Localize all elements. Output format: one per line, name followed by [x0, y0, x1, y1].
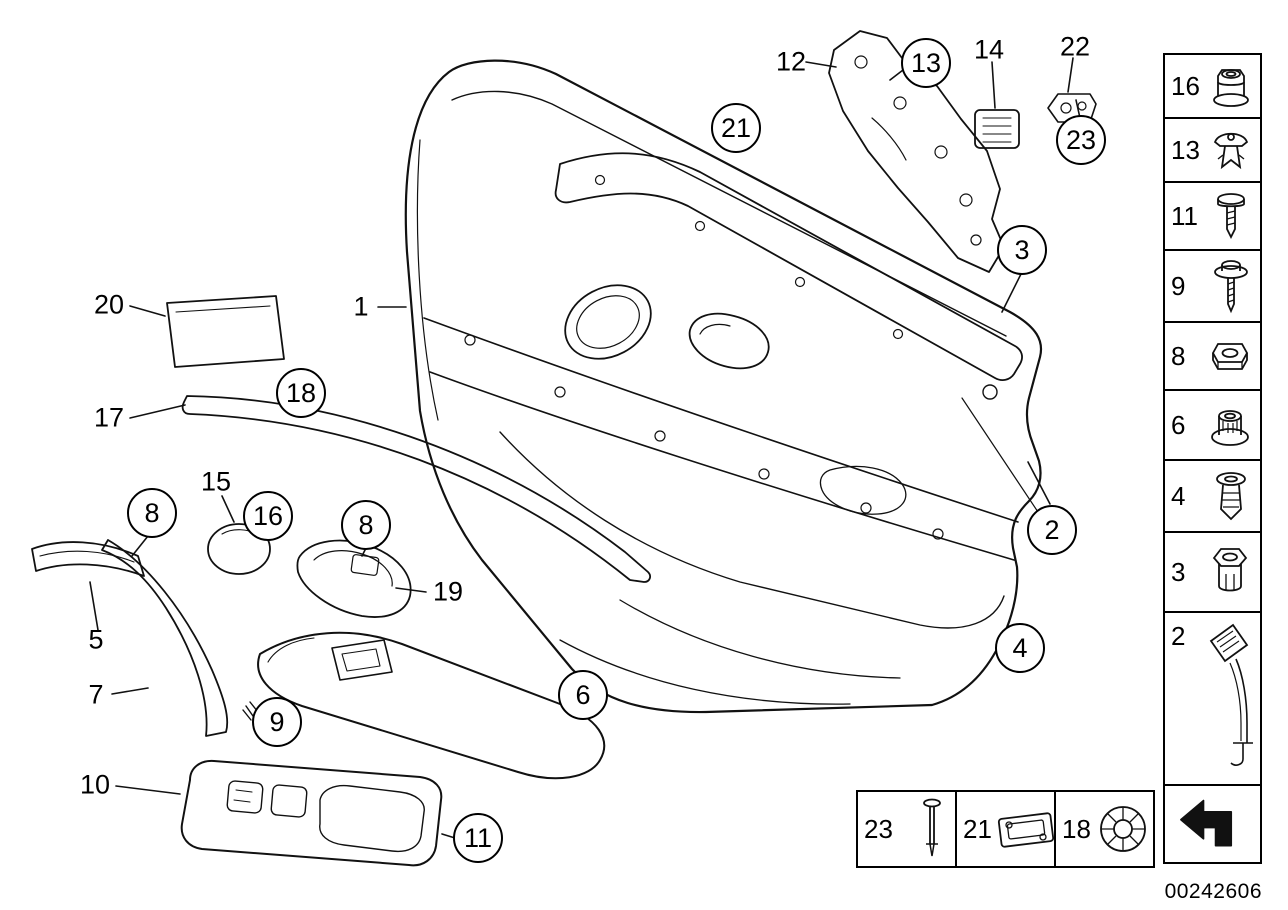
callout-13[interactable]: 13 [901, 38, 951, 88]
callout-3[interactable]: 3 [997, 225, 1047, 275]
callout-4[interactable]: 4 [995, 623, 1045, 673]
callout-5[interactable]: 5 [88, 624, 104, 655]
screw-icon [1217, 193, 1245, 240]
bottom-item-number: 18 [1062, 813, 1091, 844]
expanding-clip-icon [1216, 472, 1246, 521]
sidebar-item-number: 6 [1171, 409, 1186, 440]
sidebar-item-9[interactable]: 9 [1163, 249, 1262, 323]
callout-20[interactable]: 20 [93, 289, 125, 320]
sidebar-item-13[interactable]: 13 [1163, 117, 1262, 183]
callout-11[interactable]: 11 [453, 813, 503, 863]
sidebar-item-number: 2 [1171, 621, 1186, 651]
sidebar-item-number: 9 [1171, 270, 1186, 301]
grommet-icon [1212, 548, 1248, 592]
view-direction-box [1163, 784, 1262, 864]
callout-14[interactable]: 14 [973, 34, 1005, 65]
callout-23[interactable]: 23 [1056, 115, 1106, 165]
bottom-item-23[interactable]: 23 [856, 790, 957, 868]
direction-arrow-icon [1179, 799, 1232, 847]
expansion-rivet-icon [1213, 132, 1249, 170]
callout-9[interactable]: 9 [252, 697, 302, 747]
bottom-item-18[interactable]: 18 [1054, 790, 1155, 868]
callout-16[interactable]: 16 [243, 491, 293, 541]
callout-8-a[interactable]: 8 [127, 488, 177, 538]
sidebar-item-number: 3 [1171, 556, 1186, 587]
sidebar-item-number: 13 [1171, 134, 1200, 165]
callout-1[interactable]: 1 [353, 291, 369, 322]
bottom-fastener-row: 23 21 18 [856, 790, 1155, 868]
sidebar-item-number: 11 [1171, 200, 1198, 231]
sidebar-item-number: 4 [1171, 480, 1186, 511]
callout-2[interactable]: 2 [1027, 505, 1077, 555]
sidebar-item-4[interactable]: 4 [1163, 459, 1262, 533]
sidebar-item-6[interactable]: 6 [1163, 389, 1262, 461]
sidebar-item-number: 8 [1171, 340, 1186, 371]
clamp-nut-icon [1211, 410, 1249, 446]
callout-8-b[interactable]: 8 [341, 500, 391, 550]
callout-19[interactable]: 19 [432, 576, 464, 607]
callout-17[interactable]: 17 [93, 402, 125, 433]
fastener-sidebar: 16 13 [1163, 53, 1262, 864]
sidebar-item-16[interactable]: 16 [1163, 53, 1262, 119]
pull-strap-icon [1209, 623, 1253, 766]
callout-12[interactable]: 12 [775, 46, 807, 77]
callout-15[interactable]: 15 [200, 466, 232, 497]
bottom-item-21[interactable]: 21 [955, 790, 1056, 868]
flange-nut-icon [1213, 69, 1249, 107]
hex-nut-icon [1211, 343, 1249, 370]
callout-6[interactable]: 6 [558, 670, 608, 720]
sidebar-item-3[interactable]: 3 [1163, 531, 1262, 613]
sidebar-item-number: 16 [1171, 70, 1200, 101]
callout-7[interactable]: 7 [88, 679, 104, 710]
screw-washer-icon [1214, 260, 1248, 314]
callout-21[interactable]: 21 [711, 103, 761, 153]
callout-18[interactable]: 18 [276, 368, 326, 418]
bottom-item-number: 21 [963, 813, 992, 844]
callout-22[interactable]: 22 [1059, 31, 1091, 62]
sidebar-item-2[interactable]: 2 [1163, 611, 1262, 786]
bottom-item-number: 23 [864, 813, 893, 844]
round-grommet-icon [1100, 806, 1146, 852]
sidebar-item-11[interactable]: 11 [1163, 181, 1262, 251]
callout-10[interactable]: 10 [79, 769, 111, 800]
bracket-plate-icon [997, 812, 1055, 848]
sidebar-item-8[interactable]: 8 [1163, 321, 1262, 391]
pin-rivet-icon [923, 798, 941, 857]
diagram-id-label: 00242606 [1164, 880, 1262, 903]
